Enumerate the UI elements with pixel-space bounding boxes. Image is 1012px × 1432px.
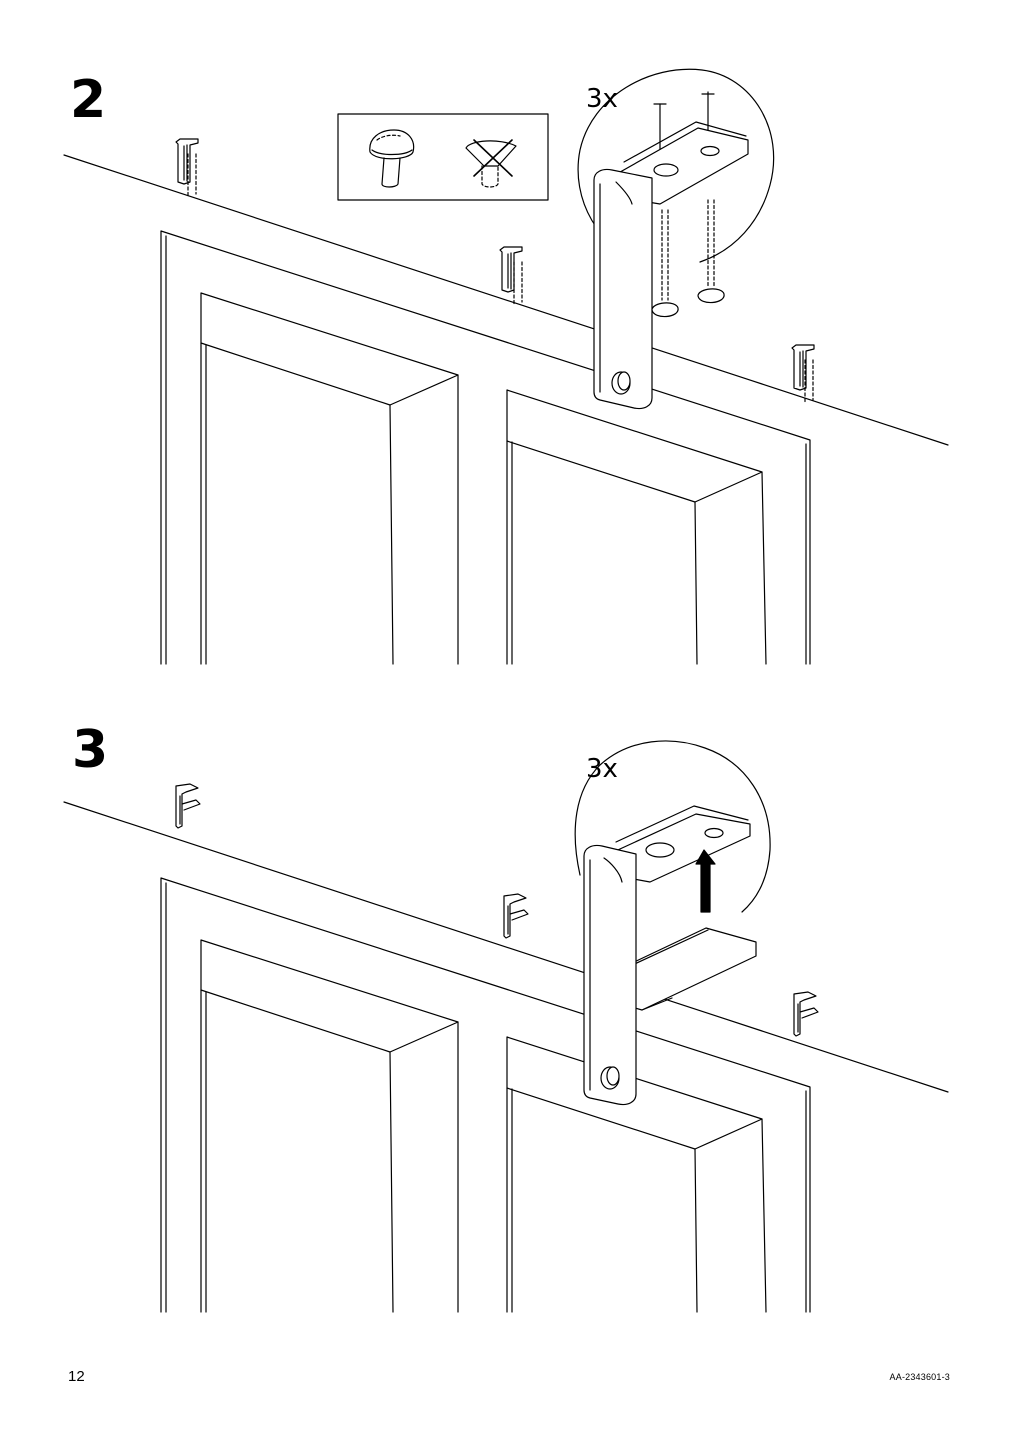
screw-type-box	[337, 113, 549, 201]
cross-mark-icon	[473, 139, 513, 177]
screw-icon	[697, 199, 725, 304]
rod-holder-icon	[583, 805, 757, 1106]
wall-bracket-icon	[503, 893, 529, 939]
detail-zoom-circle	[574, 740, 771, 1106]
wall-bracket-icon	[791, 344, 815, 403]
step-2-illustration	[63, 68, 949, 665]
detail-zoom-circle	[577, 68, 775, 410]
document-code: AA-2343601-3	[889, 1372, 950, 1382]
step-3-illustration	[63, 740, 949, 1313]
countersunk-screw-icon	[465, 140, 517, 188]
step-2-number: 2	[70, 70, 107, 130]
pan-head-screw-icon	[369, 129, 415, 188]
step-3-quantity: 3x	[586, 754, 618, 784]
wall-bracket-icon	[175, 783, 201, 829]
wall-bracket-icon	[793, 991, 819, 1037]
wall-bracket-icon	[175, 138, 199, 197]
up-arrow-icon	[695, 849, 716, 913]
wall-bracket-icon	[499, 246, 523, 305]
rod-holder-icon	[593, 121, 749, 410]
wall-line	[63, 154, 949, 446]
screw-icon	[651, 209, 679, 318]
wall-line	[63, 801, 949, 1093]
step-3-number: 3	[72, 720, 109, 780]
page-number: 12	[68, 1368, 85, 1385]
window-frame	[160, 230, 811, 665]
